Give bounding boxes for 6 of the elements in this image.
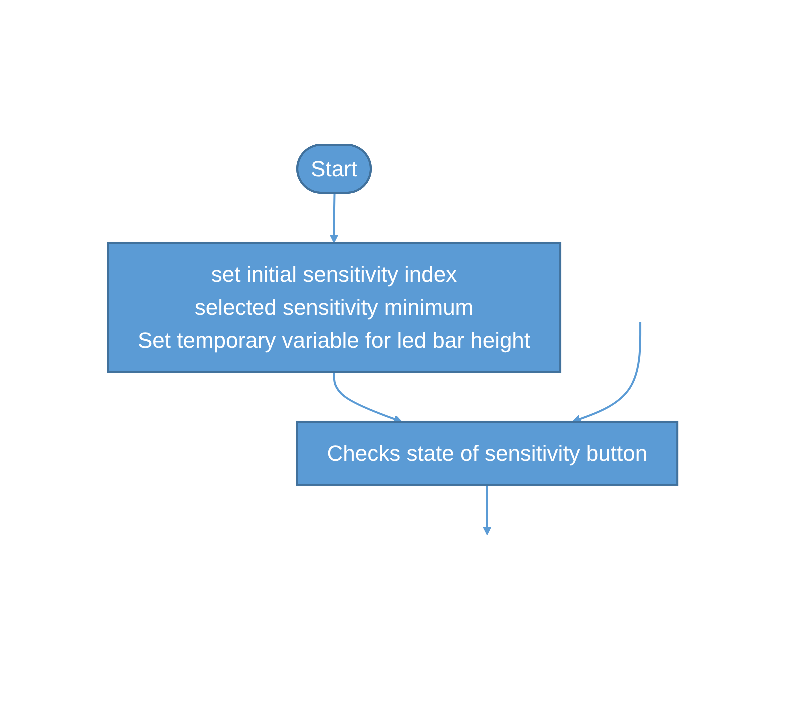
arrow xyxy=(332,372,402,424)
arrow xyxy=(330,193,338,244)
arrow xyxy=(572,322,642,424)
node-box: set initial sensitivity index selected sensitivity minimum Set temporary variable for led bar height xyxy=(106,242,562,373)
arrow xyxy=(482,485,492,536)
node-box: Checks state of sensitivity button xyxy=(296,421,678,486)
